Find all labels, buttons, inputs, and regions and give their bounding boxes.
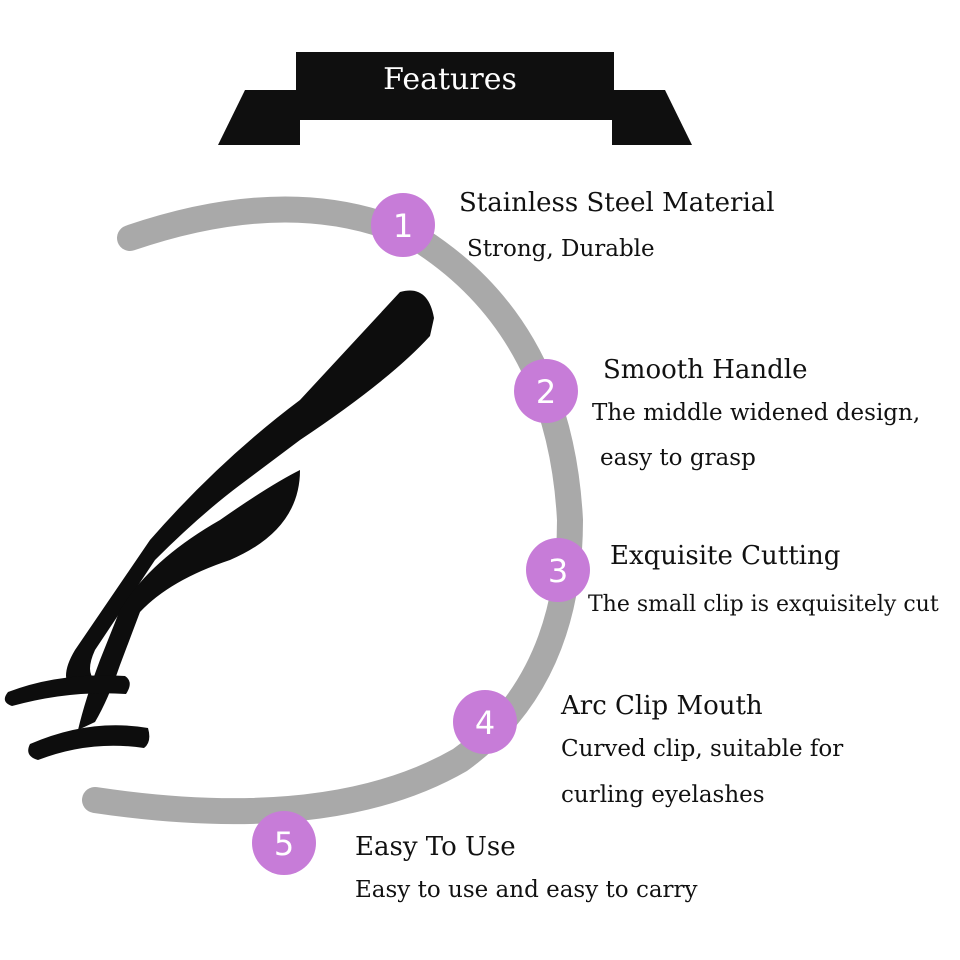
banner-right-tail	[612, 90, 692, 145]
features-banner	[218, 52, 692, 145]
feature-4-line-1: Curved clip, suitable for	[561, 736, 844, 762]
feature-number-1: 1	[393, 207, 413, 245]
feature-2-title: Smooth Handle	[603, 355, 808, 385]
feature-5-title: Easy To Use	[355, 832, 516, 862]
feature-3-title: Exquisite Cutting	[610, 541, 841, 571]
feature-number-3: 3	[548, 552, 568, 590]
feature-2-line-1: The middle widened design,	[592, 400, 921, 426]
feature-4-line-2: curling eyelashes	[561, 782, 765, 808]
feature-arc	[82, 196, 584, 825]
feature-badge-3: 3	[526, 538, 590, 602]
feature-number-5: 5	[274, 825, 294, 863]
feature-number-4: 4	[475, 704, 495, 742]
feature-1-title: Stainless Steel Material	[459, 188, 775, 218]
eyelash-applicator-tweezers-icon	[4, 290, 434, 760]
feature-badge-1: 1	[371, 193, 435, 257]
feature-3-line-1: The small clip is exquisitely cut	[588, 592, 939, 617]
banner-left-tail	[218, 90, 300, 145]
feature-badge-2: 2	[514, 359, 578, 423]
feature-2-line-2: easy to grasp	[600, 445, 756, 471]
feature-number-2: 2	[536, 373, 556, 411]
feature-badge-5: 5	[252, 811, 316, 875]
feature-1-line-1: Strong, Durable	[467, 236, 655, 262]
feature-5-line-1: Easy to use and easy to carry	[355, 877, 698, 903]
feature-badge-4: 4	[453, 690, 517, 754]
banner-body	[296, 52, 614, 120]
banner-title: Features	[383, 62, 517, 97]
feature-4-title: Arc Clip Mouth	[561, 691, 763, 721]
